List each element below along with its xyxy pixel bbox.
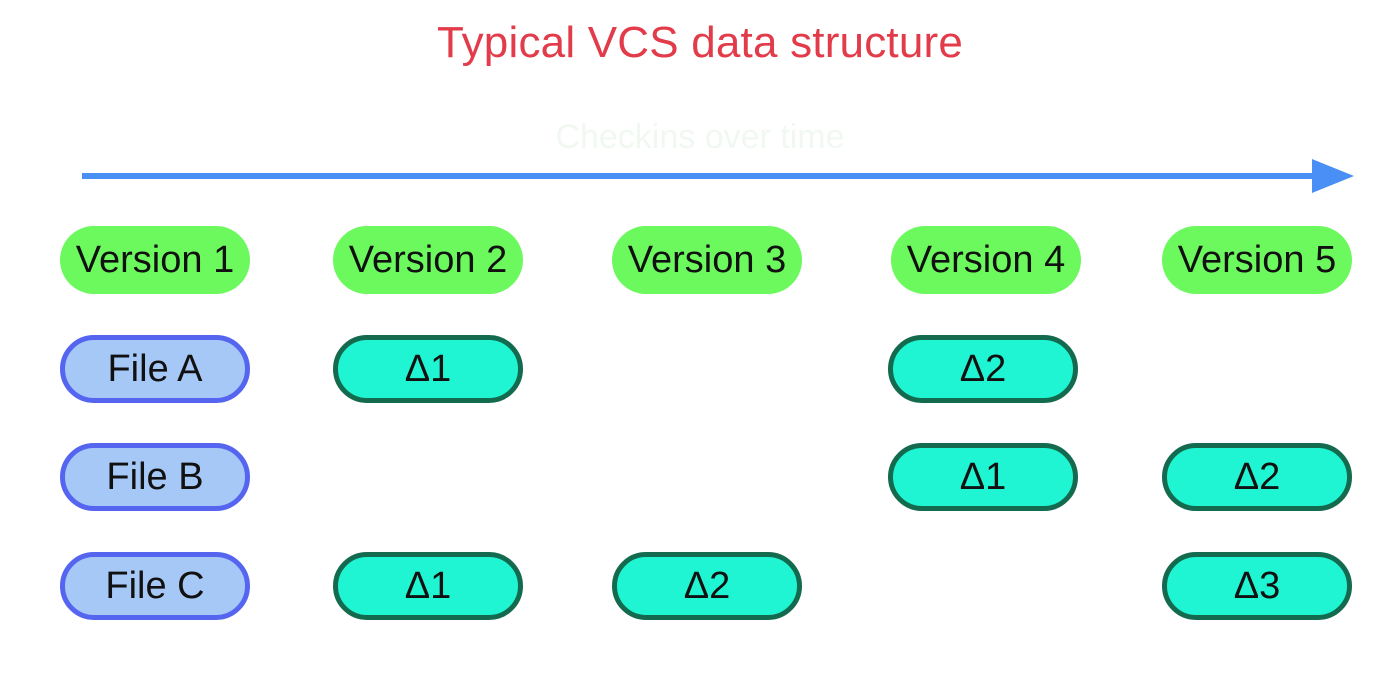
timeline-arrowhead bbox=[1312, 159, 1354, 193]
version-4-pill: Version 4 bbox=[891, 226, 1081, 294]
file-b-version-5-delta: Δ2 bbox=[1162, 443, 1352, 511]
file-a-version-4-delta: Δ2 bbox=[888, 335, 1078, 403]
version-5-pill: Version 5 bbox=[1162, 226, 1352, 294]
file-b-pill: File B bbox=[60, 443, 250, 511]
diagram-title: Typical VCS data structure bbox=[436, 18, 964, 67]
file-c-pill: File C bbox=[60, 552, 250, 620]
file-c-version-5-delta: Δ3 bbox=[1162, 552, 1352, 620]
file-c-version-3-delta: Δ2 bbox=[612, 552, 802, 620]
file-a-version-2-delta: Δ1 bbox=[333, 335, 523, 403]
version-1-pill: Version 1 bbox=[60, 226, 250, 294]
file-a-pill: File A bbox=[60, 335, 250, 403]
file-c-version-2-delta: Δ1 bbox=[333, 552, 523, 620]
timeline-label: Checkins over time bbox=[555, 118, 845, 156]
timeline-arrow bbox=[82, 159, 1354, 193]
version-3-pill: Version 3 bbox=[612, 226, 802, 294]
version-2-pill: Version 2 bbox=[333, 226, 523, 294]
file-b-version-4-delta: Δ1 bbox=[888, 443, 1078, 511]
